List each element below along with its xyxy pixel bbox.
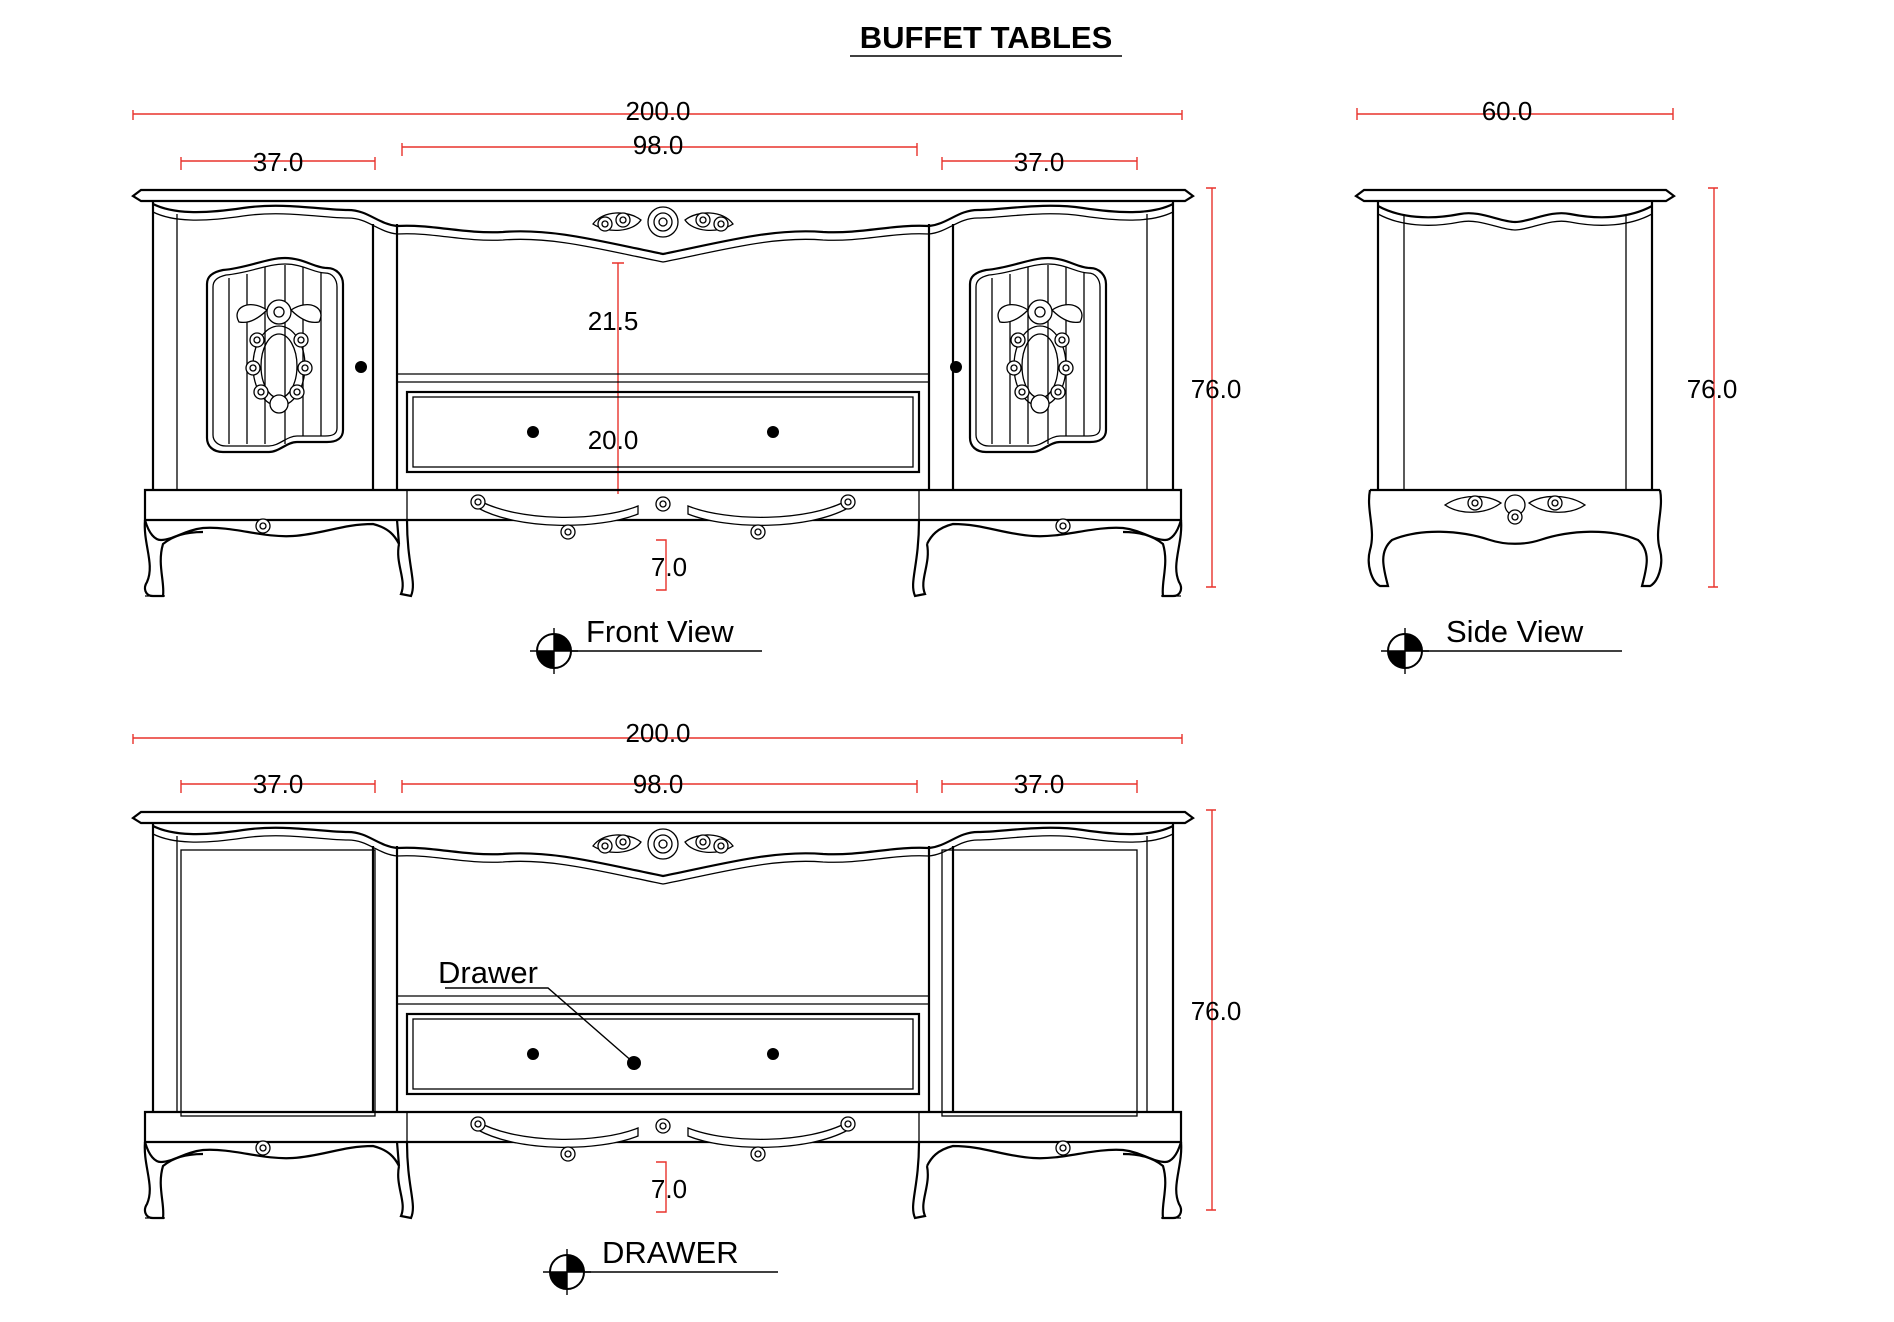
drawer-left-section: 37.0 bbox=[253, 769, 304, 799]
side-view-cabinet bbox=[1354, 188, 1676, 588]
drawer-overall-width: 200.0 bbox=[625, 718, 690, 748]
drawer-callout-label: Drawer bbox=[438, 955, 538, 990]
side-view-section-symbol bbox=[1381, 628, 1622, 674]
drawer-view: Drawer 200.0 37.0 98.0 37.0 76.0 7.0 DRA… bbox=[133, 718, 1241, 1295]
drawer-callout-leader bbox=[445, 987, 635, 1064]
front-view-label: Front View bbox=[586, 614, 734, 649]
front-overall-width: 200.0 bbox=[625, 96, 690, 126]
drawer-height: 76.0 bbox=[1191, 996, 1242, 1026]
drawer-leg-clearance: 7.0 bbox=[651, 1174, 687, 1204]
sheet-title: BUFFET TABLES bbox=[860, 20, 1113, 55]
front-height: 76.0 bbox=[1191, 374, 1242, 404]
drawer-view-section-symbol bbox=[543, 1249, 778, 1295]
front-open-shelf: 21.5 bbox=[588, 306, 639, 336]
drawer-center-section: 98.0 bbox=[633, 769, 684, 799]
drawer-right-section: 37.0 bbox=[1014, 769, 1065, 799]
front-drawer-height: 20.0 bbox=[588, 425, 639, 455]
drawer-dim-lines bbox=[132, 734, 1216, 1213]
front-view: 200.0 37.0 98.0 37.0 76.0 21.5 20.0 7.0 … bbox=[133, 96, 1241, 674]
front-dim-lines bbox=[132, 110, 1216, 591]
right-door-knob bbox=[950, 361, 962, 373]
left-open-bay bbox=[180, 849, 376, 1117]
side-depth: 60.0 bbox=[1482, 96, 1533, 126]
drawer-view-label: DRAWER bbox=[602, 1235, 739, 1270]
side-view: 60.0 76.0 Side View bbox=[1354, 96, 1738, 674]
side-view-label: Side View bbox=[1446, 614, 1584, 649]
right-open-bay bbox=[941, 849, 1138, 1117]
front-right-section: 37.0 bbox=[1014, 147, 1065, 177]
left-door-knob bbox=[355, 361, 367, 373]
front-view-section-symbol bbox=[530, 628, 762, 674]
front-left-section: 37.0 bbox=[253, 147, 304, 177]
front-center-section: 98.0 bbox=[633, 130, 684, 160]
side-height: 76.0 bbox=[1687, 374, 1738, 404]
side-dim-lines bbox=[1356, 108, 1718, 588]
front-leg-clearance: 7.0 bbox=[651, 552, 687, 582]
